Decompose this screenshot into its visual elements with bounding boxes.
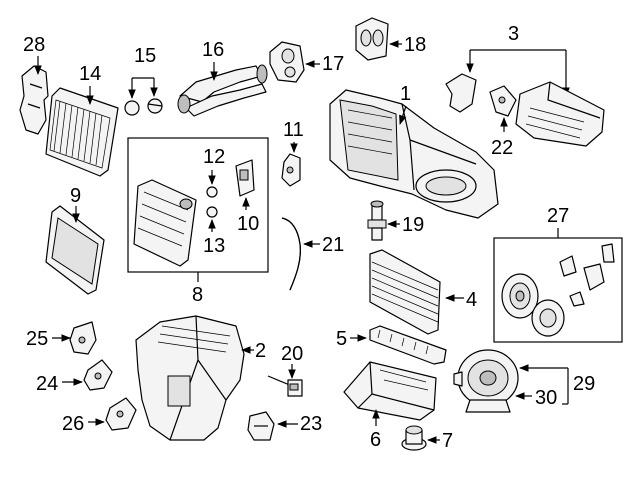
part-27-fan-wheel[interactable] [531,299,565,337]
callout-19: 19 [402,214,424,236]
part-11-clip[interactable] [281,153,301,187]
part-23-module[interactable] [247,411,275,441]
part-30-blower-motor[interactable] [453,349,519,413]
part-28-bracket[interactable] [19,65,49,135]
callout-11: 11 [283,119,304,141]
callout-7: 7 [442,430,453,452]
callout-18: 18 [404,34,426,56]
part-3-small-bracket[interactable] [445,73,477,113]
callout-13: 13 [203,235,225,257]
callout-27: 27 [547,205,569,227]
part-20-sensor[interactable] [267,375,303,397]
callout-21: 21 [322,234,344,256]
callout-26: 26 [62,413,84,435]
callout-20: 20 [281,343,303,365]
part-7-plug[interactable] [401,425,427,451]
part-2-lower-housing[interactable] [135,315,245,441]
part-16-pipe-assembly[interactable] [177,64,268,117]
part-10-expansion-valve[interactable] [235,159,255,197]
callout-5: 5 [336,328,347,350]
callout-9: 9 [70,185,81,207]
callout-28: 28 [23,34,45,56]
callout-3: 3 [508,23,519,45]
callout-2: 2 [255,340,266,362]
part-8-evaporator-core[interactable] [133,179,197,267]
callout-24: 24 [36,373,58,395]
callout-12: 12 [203,146,225,168]
part-27-motor[interactable] [501,273,539,319]
part-27-small-parts[interactable] [559,243,615,307]
callout-15: 15 [134,45,156,67]
part-18-seal[interactable] [355,17,389,61]
part-6-tray[interactable] [343,361,437,421]
part-17-seal[interactable] [269,41,305,83]
part-15-clamps[interactable] [124,98,163,116]
callout-16: 16 [202,39,224,61]
callout-25: 25 [26,328,48,350]
callout-10: 10 [237,213,259,235]
part-12-o-ring[interactable] [206,186,218,198]
callout-14: 14 [79,63,101,85]
callout-23: 23 [300,413,322,435]
part-4-pollen-filter[interactable] [369,249,441,335]
part-1-hvac-case[interactable] [329,89,499,219]
callout-4: 4 [466,289,477,311]
part-24-actuator[interactable] [83,359,113,391]
callout-1: 1 [400,83,411,105]
part-22-bracket[interactable] [489,85,517,117]
part-26-actuator[interactable] [105,397,137,431]
part-13-o-ring[interactable] [206,206,218,218]
part-14-filter-element[interactable] [45,87,119,177]
callout-30: 30 [535,387,557,409]
part-21-drain-hose[interactable] [281,217,301,291]
part-25-clip[interactable] [69,321,97,355]
part-19-plug[interactable] [367,200,387,241]
callout-22: 22 [491,137,513,159]
callout-8: 8 [192,284,203,306]
part-3-duct-housing[interactable] [515,81,605,147]
callout-17: 17 [322,53,344,75]
part-5-seal-strip[interactable] [369,325,447,365]
callout-6: 6 [370,429,381,451]
part-9-filter-frame[interactable] [45,205,105,295]
callout-29: 29 [573,373,595,395]
